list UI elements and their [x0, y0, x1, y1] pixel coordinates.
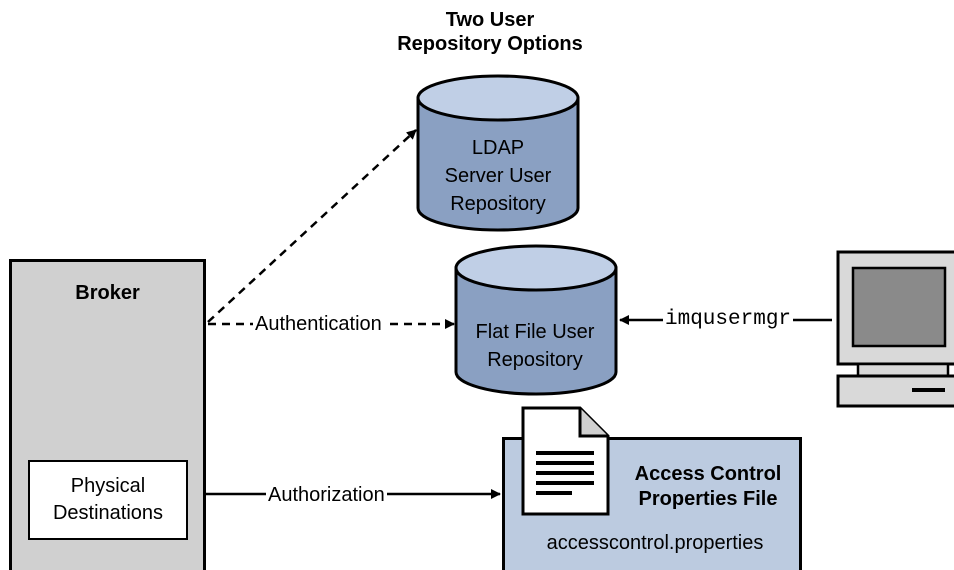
flat-file-line-2: Repository — [487, 349, 583, 371]
title-line-2: Repository Options — [397, 33, 583, 55]
authentication-label: Authentication — [253, 312, 384, 336]
authorization-label: Authorization — [266, 483, 387, 507]
document-icon — [521, 406, 610, 516]
broker-label: Broker — [75, 282, 140, 304]
computer-icon — [836, 250, 954, 408]
flat-file-repository-label: Flat File User Repository — [450, 318, 620, 374]
physical-destinations-line-2: Destinations — [52, 502, 164, 524]
ldap-repository-label: LDAP Server User Repository — [418, 134, 578, 218]
physical-destinations-box: Physical Destinations — [28, 460, 188, 540]
flat-file-line-1: Flat File User — [475, 321, 595, 343]
imqusermgr-label: imqusermgr — [663, 308, 794, 332]
access-control-title: Access Control Properties File — [618, 462, 798, 512]
ldap-auth-arrow — [207, 129, 417, 323]
ldap-database-icon — [416, 74, 580, 232]
ldap-line-3: Repository — [450, 193, 546, 215]
flat-file-database-icon — [454, 244, 618, 396]
access-control-title-line-1: Access Control — [634, 463, 782, 485]
ldap-line-1: LDAP — [471, 137, 525, 159]
diagram-title: Two User Repository Options — [360, 8, 620, 56]
access-control-filename: accesscontrol.properties — [546, 532, 764, 554]
ldap-line-2: Server User — [444, 165, 552, 187]
title-line-1: Two User — [445, 9, 535, 31]
physical-destinations-line-1: Physical — [70, 475, 146, 497]
access-control-title-line-2: Properties File — [638, 488, 778, 510]
